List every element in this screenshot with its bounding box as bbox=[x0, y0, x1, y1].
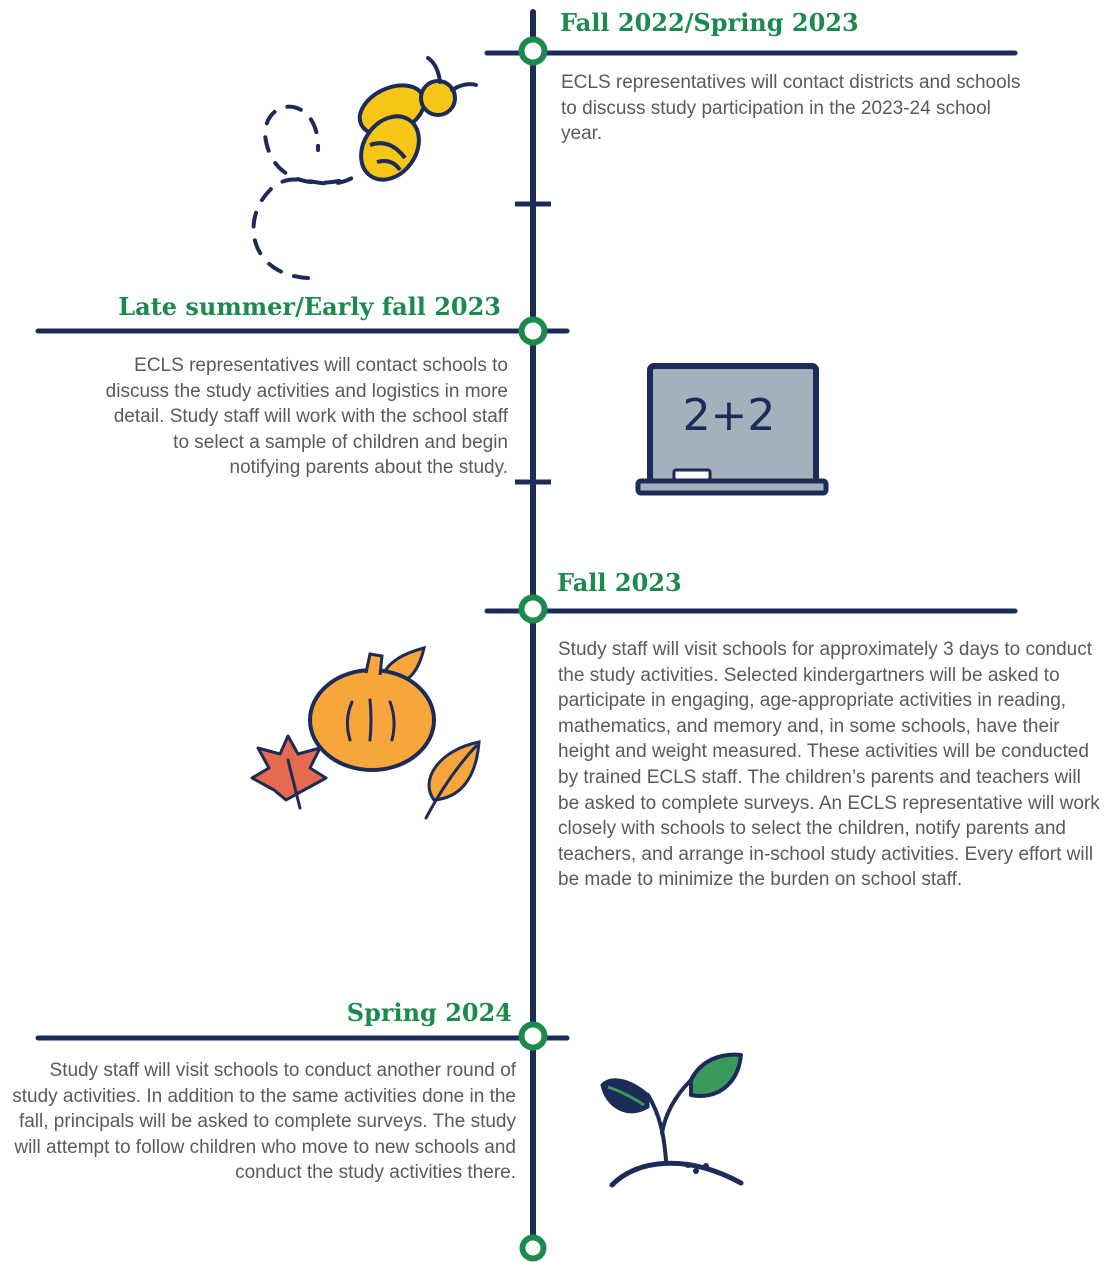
sprout-stem bbox=[646, 1078, 693, 1162]
sprout-leaf-small bbox=[600, 1078, 650, 1114]
milestone-title: Fall 2023 bbox=[557, 568, 682, 597]
chalk-eraser bbox=[672, 468, 712, 482]
pumpkin-rib bbox=[368, 698, 373, 742]
chalkboard-icon: 2+2 bbox=[635, 363, 829, 496]
maple-leaf-stem bbox=[286, 758, 302, 810]
chalkboard-text: 2+2 bbox=[683, 390, 776, 441]
chalkboard-ledge bbox=[635, 478, 829, 496]
milestone-title: Spring 2024 bbox=[346, 998, 512, 1027]
milestone-description: Study staff will visit schools for appro… bbox=[558, 639, 1100, 891]
timeline-node-2 bbox=[518, 316, 548, 346]
timeline-node-3 bbox=[518, 594, 548, 624]
sprout-icon bbox=[600, 1052, 744, 1188]
milestone-description: ECLS representatives will contact distri… bbox=[561, 72, 1021, 145]
sprout-leaf-large bbox=[689, 1052, 743, 1098]
bee-stripe bbox=[369, 141, 407, 160]
bee-icon bbox=[251, 56, 478, 280]
soil-dot bbox=[693, 1168, 699, 1174]
sprout-leaf-vein bbox=[607, 1085, 645, 1107]
timeline-node-end bbox=[519, 1234, 547, 1262]
bee-antenna bbox=[426, 56, 442, 84]
pumpkin-stem bbox=[364, 652, 384, 676]
timeline-node-1 bbox=[518, 36, 548, 66]
sprout-soil bbox=[609, 1160, 744, 1188]
milestone-title: Fall 2022/Spring 2023 bbox=[560, 8, 859, 37]
milestone-description: Study staff will visit schools to conduc… bbox=[12, 1060, 516, 1184]
pumpkin-rib bbox=[388, 700, 396, 742]
milestone-description: ECLS representatives will contact school… bbox=[105, 355, 508, 479]
bee-stripe bbox=[376, 159, 402, 172]
bee-antenna bbox=[450, 82, 478, 92]
milestone-title: Late summer/Early fall 2023 bbox=[118, 292, 501, 321]
soil-dot bbox=[703, 1163, 709, 1169]
bee-flight-path bbox=[251, 104, 353, 280]
pumpkin-rib bbox=[345, 700, 354, 742]
bee-head bbox=[419, 79, 457, 117]
timeline-node-4 bbox=[518, 1021, 548, 1051]
bee-body bbox=[359, 114, 421, 182]
orange-leaf-vein bbox=[424, 744, 478, 820]
soil-dot bbox=[685, 1162, 691, 1168]
pumpkin-leaves-icon bbox=[250, 645, 481, 820]
